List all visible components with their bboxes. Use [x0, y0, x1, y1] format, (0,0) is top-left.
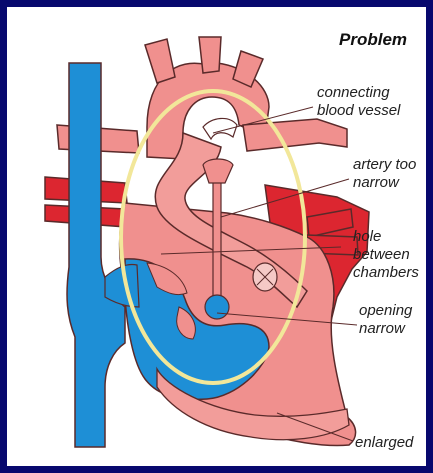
connecting-vessel-shape — [203, 118, 237, 139]
label-hole-chambers: hole between chambers — [353, 228, 419, 281]
label-connecting-vessel: connecting blood vessel — [317, 84, 401, 119]
svg-text:artery too: artery too — [353, 156, 416, 173]
diagram-panel: Problem connecting blood vessel artery t… — [7, 7, 426, 466]
narrow-artery — [213, 165, 221, 299]
narrow-opening-valve — [205, 295, 229, 319]
svg-text:chambers: chambers — [353, 264, 419, 281]
svg-text:between: between — [353, 246, 410, 263]
svg-text:opening: opening — [359, 302, 413, 319]
heart-defect-illustration: Problem connecting blood vessel artery t… — [7, 7, 426, 466]
svg-text:narrow: narrow — [353, 174, 400, 191]
svg-text:hole: hole — [353, 228, 381, 245]
mitral-valve — [253, 263, 277, 291]
svg-text:connecting: connecting — [317, 84, 390, 101]
label-opening-narrow: opening narrow — [359, 302, 413, 337]
svg-text:narrow: narrow — [359, 320, 406, 337]
svg-text:enlarged: enlarged — [355, 434, 414, 451]
label-enlarged: enlarged — [355, 434, 414, 451]
label-artery-narrow: artery too narrow — [353, 156, 416, 191]
svg-text:blood vessel: blood vessel — [317, 102, 401, 119]
diagram-title: Problem — [339, 30, 407, 49]
